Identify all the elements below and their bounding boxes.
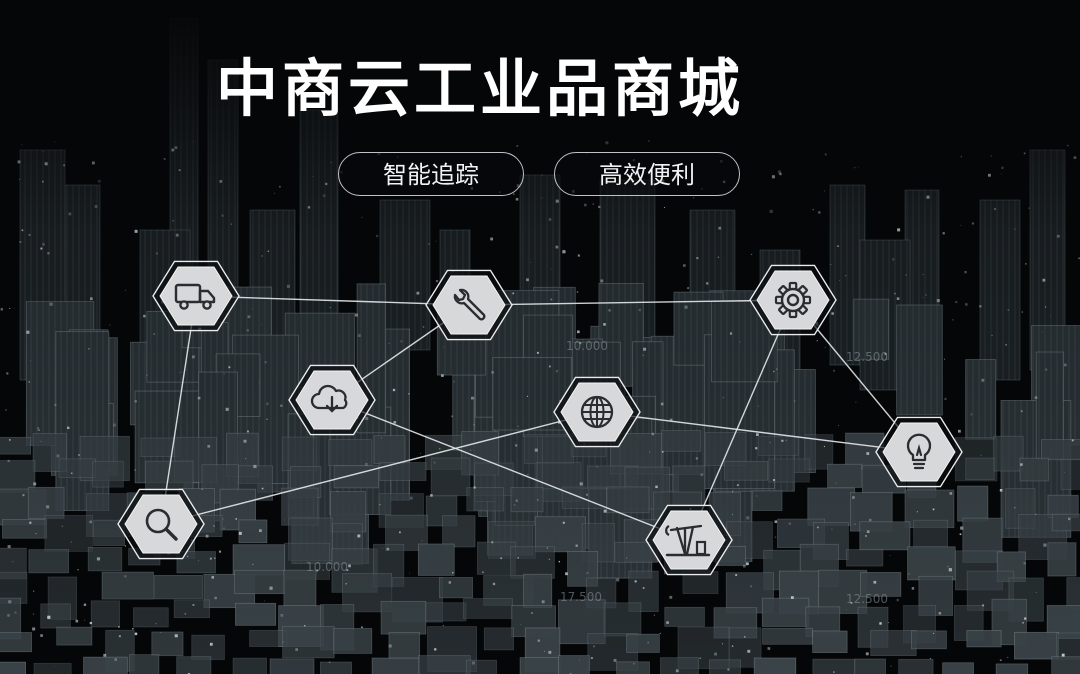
lightbulb-icon [906,433,932,470]
search-icon [145,508,178,541]
network-node-wrench [424,263,514,347]
tag-pill-smart-tracking: 智能追踪 [338,152,524,196]
globe-icon [580,395,614,429]
hexagon-badge [432,275,506,335]
oil-pump-icon [665,524,711,557]
background-number: 12.500 [846,350,888,364]
page-title: 中商云工业品商城 [0,38,1020,128]
network-link-cloud-pump [331,399,690,541]
network-link-truck-search [160,295,197,525]
background-number: 10.000 [566,339,608,353]
cloud-download-icon [310,384,348,413]
tag-pill-efficient-convenient: 高效便利 [554,152,740,196]
network-node-gear [748,258,838,342]
network-node-search [116,482,206,566]
network-link-globe-bulb [596,411,920,453]
background-number: 10.000 [306,560,348,574]
gear-icon [774,281,812,319]
hexagon-badge [124,494,198,554]
network-node-pump [644,498,734,582]
hexagon-badge [159,266,233,326]
wrench-icon [453,288,486,321]
background-number: 12.500 [846,592,888,606]
page-title-text: 中商云工业品商城 [215,52,744,125]
network-node-cloud [287,358,377,442]
network-node-truck [151,254,241,338]
network-link-wrench-gear [468,299,794,306]
truck-icon [174,283,216,310]
network-node-globe [552,370,642,454]
network-link-globe-search [160,411,598,525]
network-link-gear-pump [688,299,794,541]
network-node-bulb [874,410,964,494]
network-link-truck-wrench [195,295,470,306]
background-number: 17.500 [560,590,602,604]
